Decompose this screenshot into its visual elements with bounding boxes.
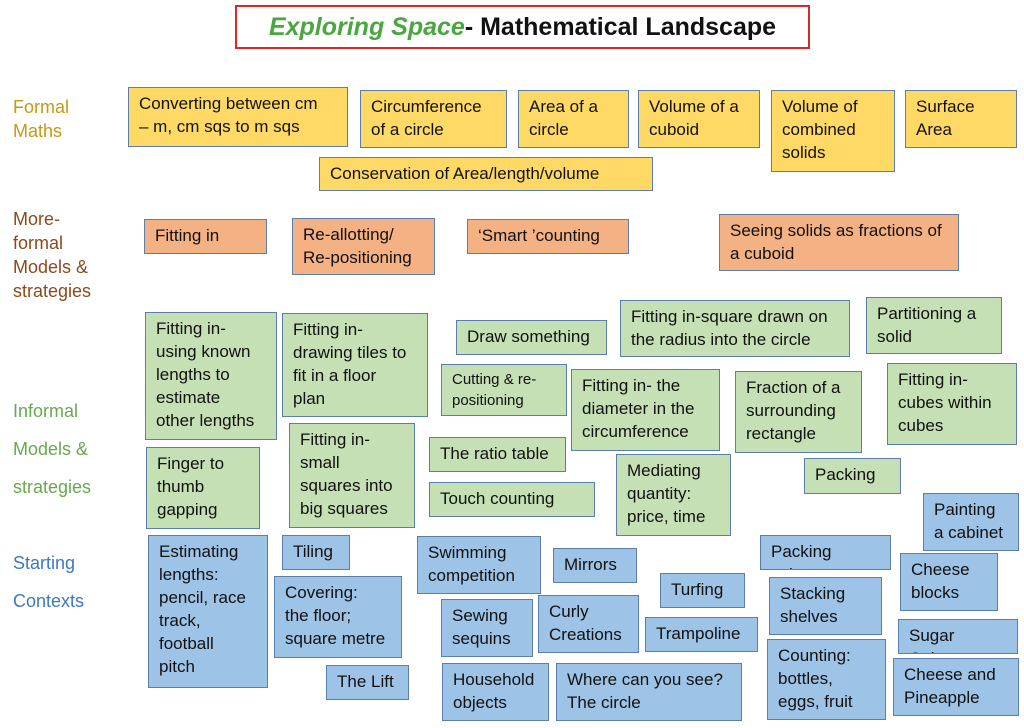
informal-box-finger-thumb: Finger to thumb gapping xyxy=(146,447,260,529)
informal-box-touch-counting: Touch counting xyxy=(429,482,595,517)
informal-box-small-squares: Fitting in- small squares into big squar… xyxy=(289,423,415,528)
formal-box-area-circle: Area of a circle xyxy=(518,90,629,148)
context-box-turfing: Turfing xyxy=(660,573,745,608)
context-box-counting: Counting: bottles, eggs, fruit xyxy=(767,639,886,720)
informal-box-cubes-within-cubes: Fitting in- cubes within cubes xyxy=(887,363,1017,445)
context-box-covering: Covering: the floor; square metre xyxy=(274,576,402,658)
context-box-tiling: Tiling xyxy=(282,535,350,570)
informal-box-mediating-quantity: Mediating quantity: price, time xyxy=(616,454,731,536)
context-box-sugar-cubes: Sugar Cubes xyxy=(898,619,1018,654)
informal-box-known-lengths: Fitting in- using known lengths to estim… xyxy=(145,312,277,440)
informal-box-partitioning: Partitioning a solid xyxy=(866,297,1002,354)
informal-box-drawing-tiles: Fitting in- drawing tiles to fit in a fl… xyxy=(282,313,428,417)
row-label-starting-contexts: Starting Contexts xyxy=(13,553,85,611)
formal-box-volume-cuboid: Volume of a cuboid xyxy=(638,90,760,148)
formal-box-surface-area: Surface Area xyxy=(905,90,1017,148)
context-box-trampoline: Trampoline xyxy=(645,617,758,652)
context-box-swimming: Swimming competition xyxy=(417,536,541,594)
context-box-the-lift: The Lift xyxy=(326,665,409,700)
informal-box-ratio-table: The ratio table xyxy=(429,437,566,472)
informal-box-diameter: Fitting in- the diameter in the circumfe… xyxy=(571,369,720,451)
informal-box-cutting: Cutting & re- positioning xyxy=(441,364,567,416)
row-label-informal: Informal Models & strategies xyxy=(13,401,92,497)
title-italic-part: Exploring Space xyxy=(268,12,465,41)
informal-box-fraction-rectangle: Fraction of a surrounding rectangle xyxy=(735,371,862,453)
informal-box-draw-something: Draw something xyxy=(456,320,607,355)
informal-box-packing: Packing xyxy=(804,458,901,494)
context-box-household-objects: Household objects xyxy=(442,663,549,721)
context-box-packing-cubes: Packing cubes xyxy=(760,535,891,570)
context-box-sewing-sequins: Sewing sequins xyxy=(441,599,533,657)
context-box-estimating-lengths: Estimating lengths: pencil, race track, … xyxy=(148,535,268,688)
informal-box-square-radius: Fitting in-square drawn on the radius in… xyxy=(620,300,850,357)
formal-box-conservation: Conservation of Area/length/volume xyxy=(319,157,653,191)
page-title: Exploring Space - Mathematical Landscape xyxy=(235,5,810,49)
context-box-cheese-blocks: Cheese blocks xyxy=(900,553,998,611)
formal-box-circumference: Circumference of a circle xyxy=(360,90,507,148)
more-formal-box-smart-counting: ‘Smart ’counting xyxy=(467,219,629,254)
row-label-more-formal: More- formal Models & strategies xyxy=(13,209,92,301)
context-box-painting-cabinet: Painting a cabinet xyxy=(923,493,1019,551)
context-box-mirrors: Mirrors xyxy=(553,548,637,583)
context-box-curly-creations: Curly Creations xyxy=(538,595,639,653)
context-box-where-circle: Where can you see? The circle xyxy=(556,663,742,721)
title-main-part: - Mathematical Landscape xyxy=(464,12,777,41)
formal-box-converting: Converting between cm – m, cm sqs to m s… xyxy=(128,87,348,147)
context-box-cheese-pineapple: Cheese and Pineapple xyxy=(893,658,1019,716)
more-formal-box-fractions-cuboid: Seeing solids as fractions of a cuboid xyxy=(719,214,959,271)
more-formal-box-fitting-in: Fitting in xyxy=(144,219,267,254)
formal-box-volume-combined: Volume of combined solids xyxy=(771,90,895,172)
more-formal-box-re-allotting: Re-allotting/ Re-positioning xyxy=(292,218,435,275)
row-label-formal-maths: Formal Maths xyxy=(13,97,70,141)
context-box-stacking-shelves: Stacking shelves xyxy=(769,577,882,635)
